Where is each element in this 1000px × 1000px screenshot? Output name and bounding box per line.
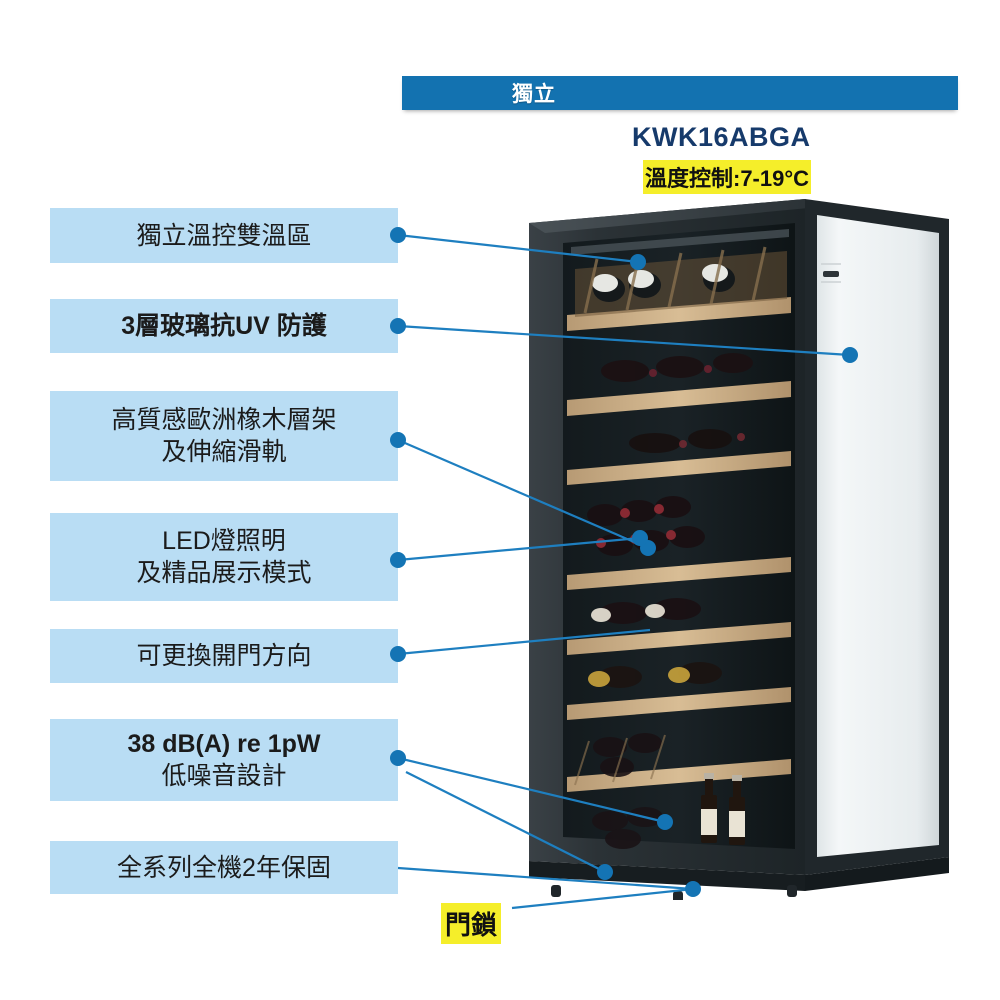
callout-dot-led-light (390, 552, 406, 568)
cabinet-foot (551, 885, 561, 897)
feature-line: 及精品展示模式 (136, 559, 312, 587)
feature-line: 3層玻璃抗UV 防護 (121, 312, 327, 340)
feature-line: 獨立溫控雙溫區 (136, 221, 312, 250)
feature-box-uv-glass: 3層玻璃抗UV 防護 (50, 299, 398, 353)
feature-box-dual-zone: 獨立溫控雙溫區 (50, 208, 398, 263)
feature-line: 可更換開門方向 (136, 642, 312, 670)
category-badge-label: 獨立 (512, 83, 556, 106)
product-model-name: KWK16ABGA (632, 122, 811, 152)
callout-line-low-noise-a (397, 756, 666, 824)
callout-target-led-strip (632, 530, 648, 546)
feature-box-low-noise: 38 dB(A) re 1pW 低噪音設計 (50, 719, 398, 801)
callout-target-lower-interior (657, 814, 673, 830)
callout-dots (390, 227, 858, 897)
door-lock-icon (823, 271, 839, 277)
cabinet-foot (787, 885, 797, 897)
callout-line-door-swap (397, 628, 651, 656)
standing-bottles (701, 773, 745, 845)
callout-target-top-shelf (630, 254, 646, 270)
feature-line: 38 dB(A) re 1pW (127, 730, 321, 758)
category-badge-bar: 獨立 (402, 76, 958, 110)
callout-line-uv-glass (397, 324, 851, 357)
callout-line-oak-shelves (397, 438, 649, 550)
callout-target-base-front (685, 881, 701, 897)
product-image (505, 185, 965, 903)
feature-line: 低噪音設計 (161, 762, 287, 790)
callout-line-door-lock (511, 887, 694, 910)
callout-line-low-noise-b (405, 771, 606, 873)
callout-dot-uv-glass (390, 318, 406, 334)
callout-target-base-left (597, 864, 613, 880)
temperature-control-badge: 溫度控制:7-19°C (643, 160, 812, 194)
feature-line: 全系列全機2年保固 (117, 853, 331, 882)
door-lock-caption: 門鎖 (441, 903, 502, 944)
wine-cabinet-illustration (529, 199, 949, 903)
callout-line-led-light (397, 536, 641, 562)
callout-lines (397, 233, 851, 910)
feature-box-led-light: LED燈照明 及精品展示模式 (50, 513, 398, 601)
callout-dot-oak-shelves (390, 432, 406, 448)
callout-line-warranty (397, 866, 694, 891)
callout-dot-dual-zone (390, 227, 406, 243)
feature-line: LED燈照明 (162, 527, 286, 555)
callout-line-dual-zone (397, 233, 639, 264)
callout-target-glass-door (842, 347, 858, 363)
feature-line: 及伸縮滑軌 (161, 438, 287, 466)
feature-box-door-swap: 可更換開門方向 (50, 629, 398, 683)
callout-dot-door-swap (390, 646, 406, 662)
callout-dot-low-noise (390, 750, 406, 766)
feature-line: 高質感歐洲橡木層架 (111, 406, 337, 434)
feature-box-oak-shelves: 高質感歐洲橡木層架 及伸縮滑軌 (50, 391, 398, 481)
feature-box-warranty: 全系列全機2年保固 (50, 841, 398, 894)
